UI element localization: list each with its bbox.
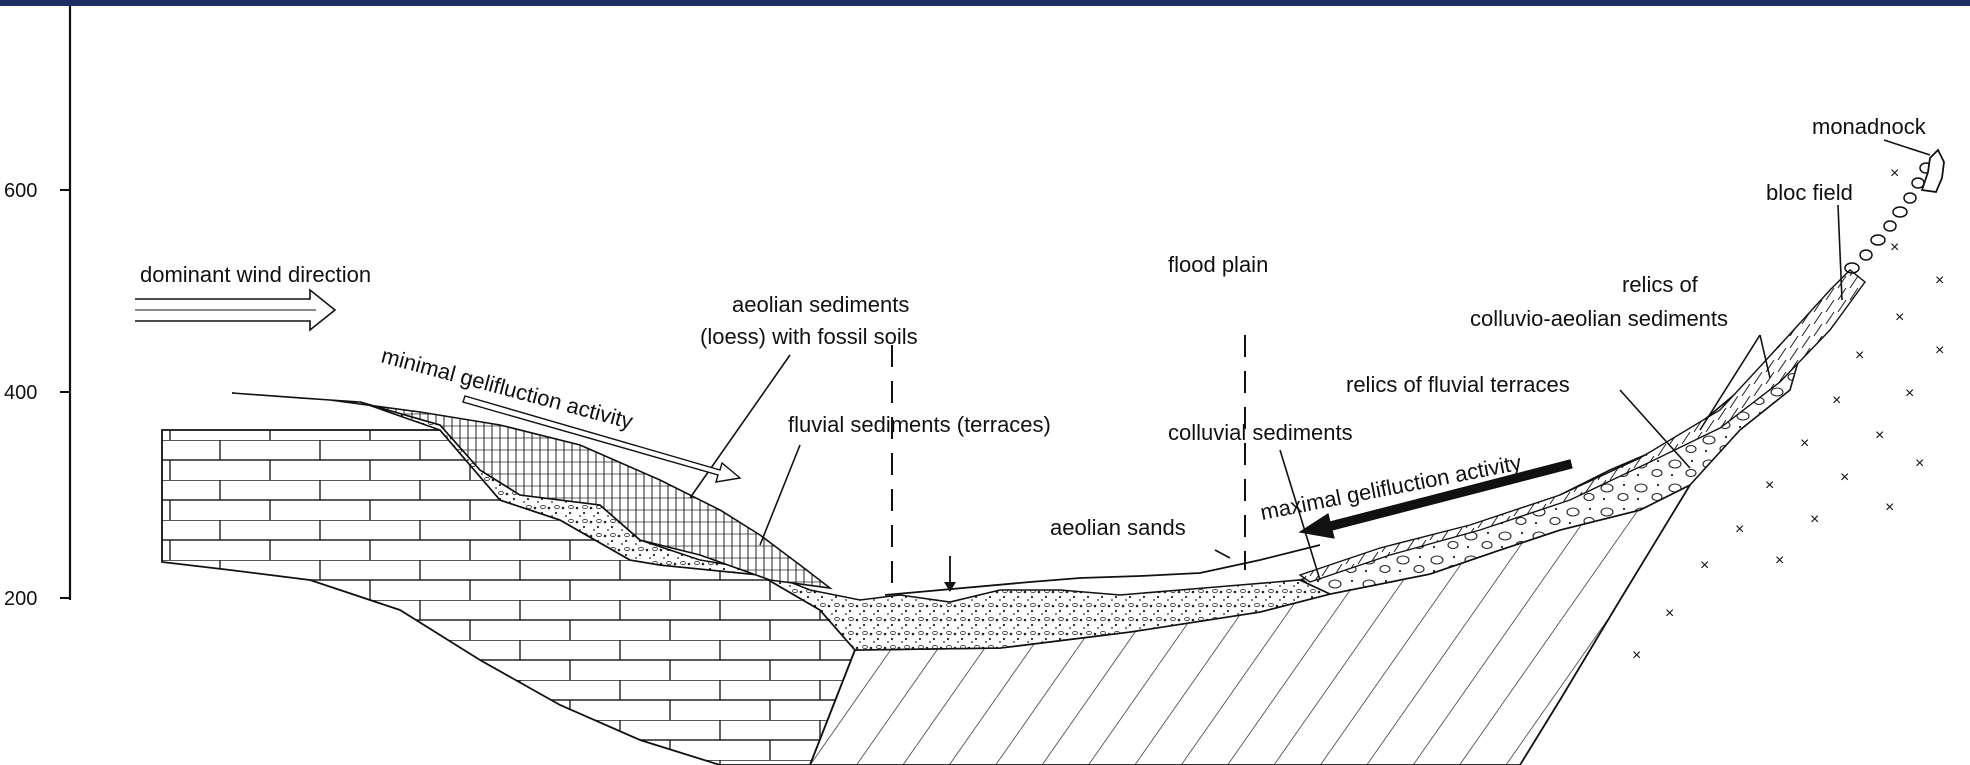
tick-label-200: 200 — [4, 588, 37, 610]
svg-text:×: × — [1665, 605, 1674, 622]
label-relics-fluvial-terraces: relics of fluvial terraces — [1346, 372, 1570, 397]
tick-label-600: 600 — [4, 180, 37, 202]
label-relics-colluvio-line2: colluvio-aeolian sediments — [1470, 306, 1728, 331]
label-aeolian-sediments-line2: (loess) with fossil soils — [700, 324, 918, 349]
svg-text:×: × — [1875, 427, 1884, 444]
svg-text:×: × — [1735, 521, 1744, 538]
svg-text:×: × — [1832, 392, 1841, 409]
svg-text:×: × — [1885, 499, 1894, 516]
granite-x-marks: × × × × × × × × × × × × × × × × × × × × — [1632, 165, 1944, 664]
svg-text:×: × — [1935, 272, 1944, 289]
svg-text:×: × — [1895, 309, 1904, 326]
svg-text:×: × — [1855, 347, 1864, 364]
svg-text:×: × — [1935, 342, 1944, 359]
svg-text:×: × — [1765, 477, 1774, 494]
label-bloc-field: bloc field — [1766, 180, 1853, 205]
monadnock-tor — [1922, 150, 1944, 192]
svg-text:×: × — [1840, 469, 1849, 486]
bloc-field-boulders — [1845, 163, 1932, 273]
svg-text:×: × — [1905, 385, 1914, 402]
svg-text:×: × — [1915, 455, 1924, 472]
svg-text:×: × — [1810, 511, 1819, 528]
elevation-axis: 600 400 200 — [4, 6, 70, 610]
label-flood-plain: flood plain — [1168, 252, 1268, 277]
label-fluvial-sediments-terraces: fluvial sediments (terraces) — [788, 412, 1051, 437]
svg-text:×: × — [1890, 165, 1899, 182]
svg-text:×: × — [1775, 552, 1784, 569]
label-dominant-wind-direction: dominant wind direction — [140, 262, 371, 287]
svg-text:×: × — [1800, 435, 1809, 452]
label-monadnock: monadnock — [1812, 114, 1927, 139]
wind-direction-arrow — [135, 290, 335, 330]
water-level-arrowhead — [944, 582, 956, 592]
svg-text:×: × — [1632, 647, 1641, 664]
label-colluvial-sediments: colluvial sediments — [1168, 420, 1353, 445]
label-relics-colluvio-line1: relics of — [1622, 272, 1699, 297]
svg-text:×: × — [1890, 239, 1899, 256]
svg-text:×: × — [1700, 557, 1709, 574]
label-aeolian-sediments-line1: aeolian sediments — [732, 292, 909, 317]
label-aeolian-sands: aeolian sands — [1050, 515, 1186, 540]
tick-label-400: 400 — [4, 382, 37, 404]
